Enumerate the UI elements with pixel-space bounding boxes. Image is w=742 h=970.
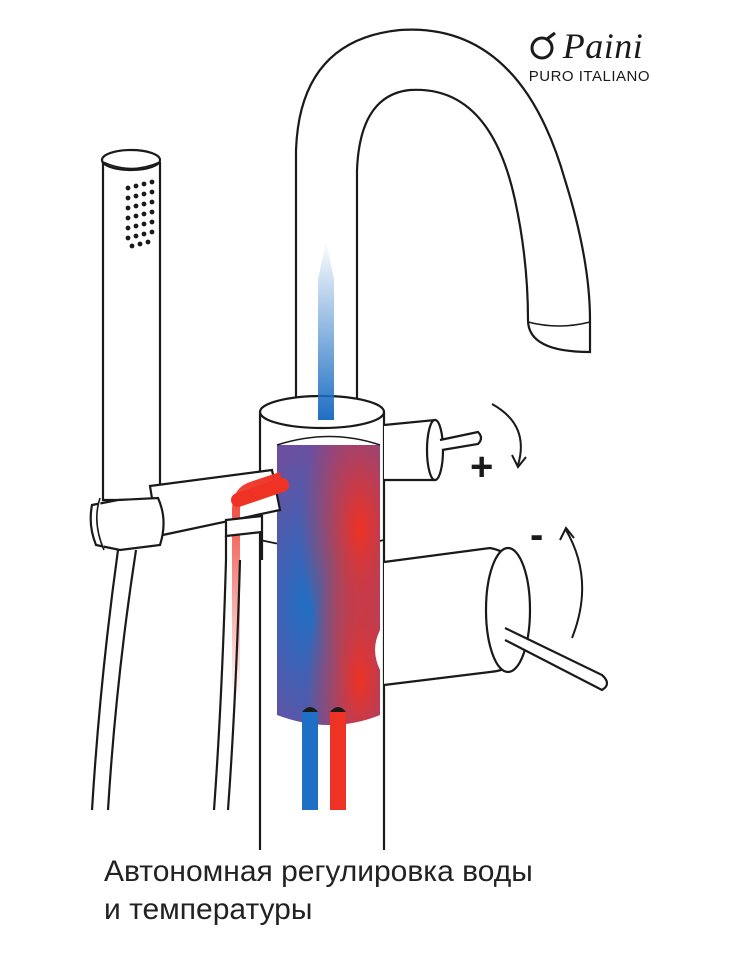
brand-mark-icon: [530, 31, 556, 60]
brand-name: Paini: [562, 26, 644, 66]
brand-tagline: PURO ITALIANO: [528, 68, 650, 85]
caption: Автономная регулировка воды и температур…: [104, 853, 533, 929]
spout: [294, 28, 592, 405]
caption-line-1: Автономная регулировка воды: [104, 855, 533, 888]
shower-hose: [90, 514, 264, 811]
increase-sign: +: [470, 445, 494, 489]
cold-inlet-pipe: [302, 712, 318, 810]
shower-nozzles: [125, 179, 155, 249]
diverter-handle[interactable]: [383, 418, 483, 482]
brand-logo: Paini: [529, 28, 650, 64]
hot-inlet-pipe: [330, 712, 346, 810]
mixer-lever[interactable]: [383, 546, 609, 692]
cold-flow-arrow: [318, 240, 334, 420]
water-mix-visualization: [277, 445, 380, 725]
hand-shower-icon: [100, 148, 162, 502]
brand-block: Paini PURO ITALIANO: [529, 28, 650, 85]
rotation-arrow-icon: [491, 403, 584, 639]
caption-line-2: и температуры: [104, 893, 313, 926]
decrease-sign: -: [530, 513, 544, 557]
